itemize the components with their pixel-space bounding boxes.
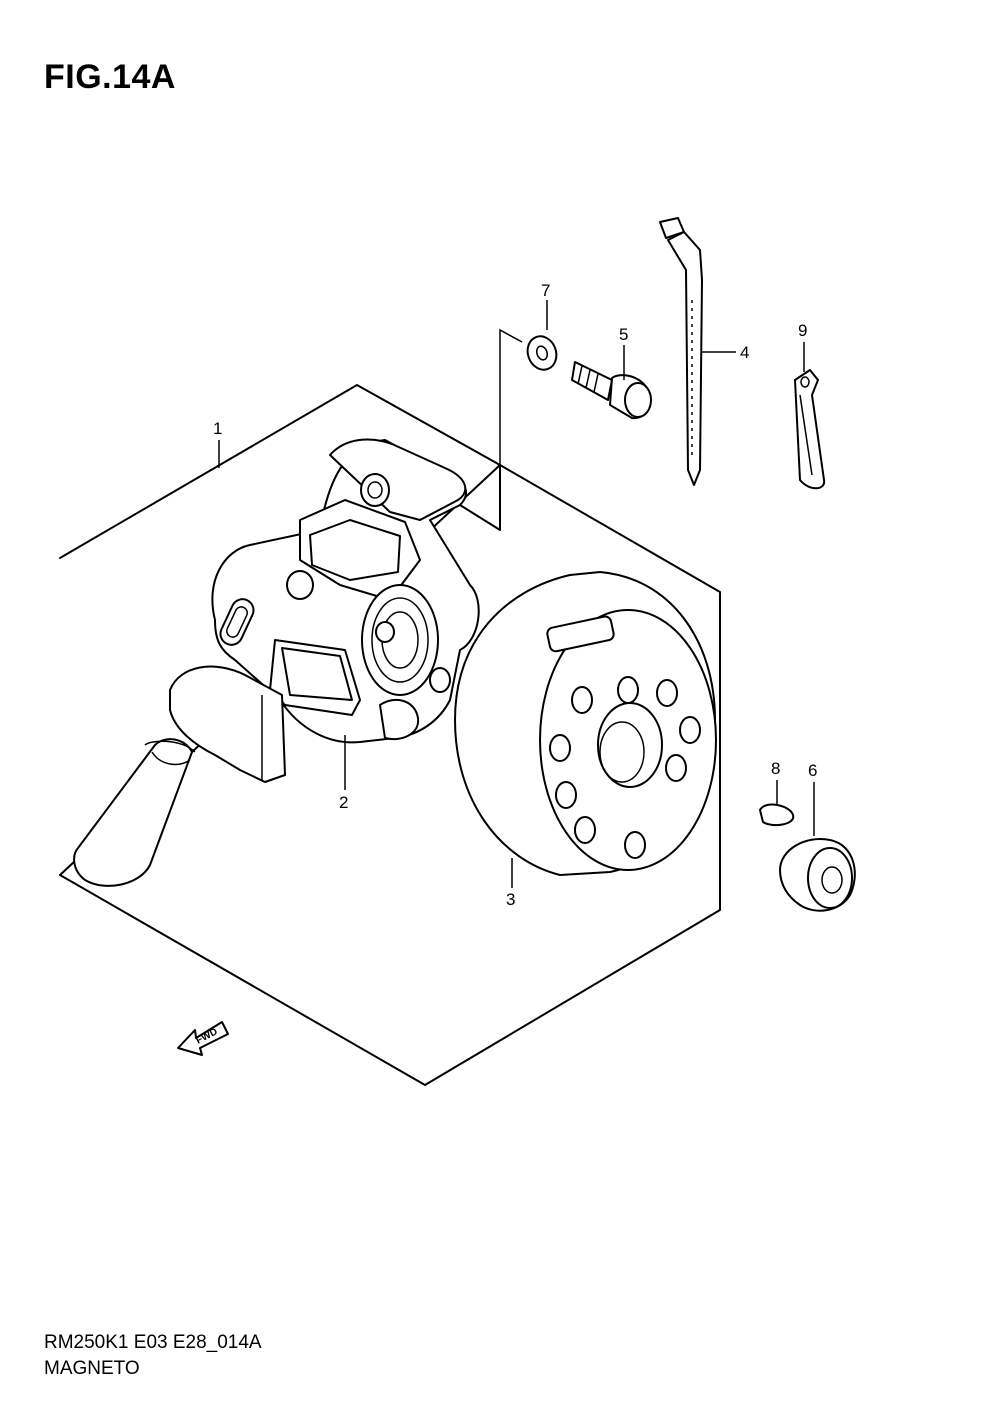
washer[interactable]: [523, 332, 561, 374]
callout-8: 8: [771, 759, 780, 778]
callout-6: 6: [808, 761, 817, 780]
callout-5: 5: [619, 325, 628, 344]
rotor-flywheel[interactable]: [454, 571, 717, 876]
nut[interactable]: [779, 838, 856, 912]
cable-tie[interactable]: [659, 217, 703, 486]
callout-3: 3: [506, 890, 515, 909]
bolt[interactable]: [571, 361, 652, 420]
model-code: RM250K1 E03 E28_014A: [44, 1332, 262, 1353]
callout-4: 4: [740, 343, 749, 362]
section-name: MAGNETO: [44, 1358, 140, 1379]
figure-title: FIG.14A: [44, 58, 176, 96]
callout-9: 9: [798, 321, 807, 340]
callout-2: 2: [339, 793, 348, 812]
leader-lines: [218, 300, 815, 888]
callout-1: 1: [213, 419, 222, 438]
clamp[interactable]: [794, 369, 826, 490]
stator-assembly[interactable]: [73, 438, 480, 887]
fwd-arrow-icon: FWD: [177, 1021, 229, 1056]
link-line: [499, 328, 523, 530]
key[interactable]: [759, 803, 795, 827]
callout-7: 7: [541, 281, 550, 300]
